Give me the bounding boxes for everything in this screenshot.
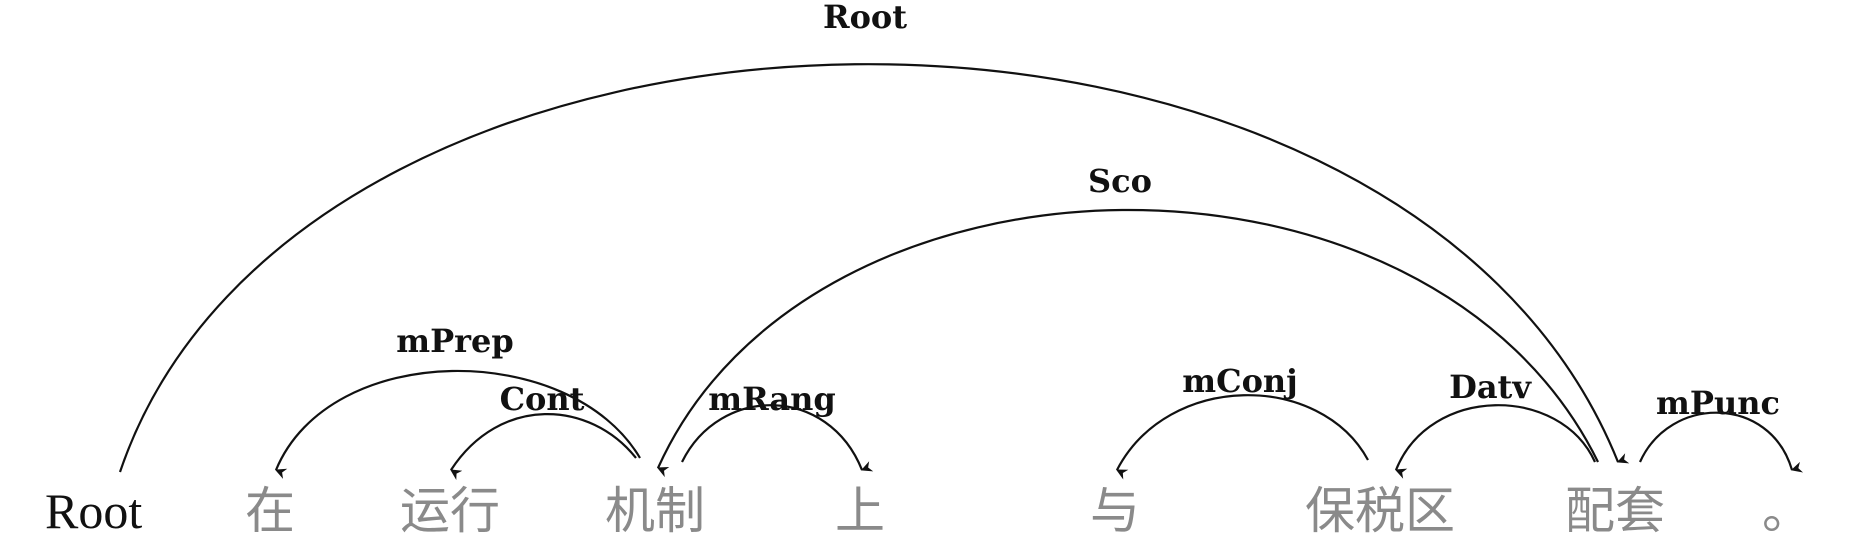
arc-mrang: mRang bbox=[681, 380, 874, 472]
token-zai: 在 bbox=[245, 482, 295, 538]
token-yu: 与 bbox=[1090, 482, 1140, 538]
arc-label-sco: Sco bbox=[1088, 162, 1152, 200]
arc-mprep: mPrep bbox=[274, 322, 641, 479]
arc-mpunc: mPunc bbox=[1638, 384, 1804, 473]
arc-label-mprep: mPrep bbox=[396, 322, 514, 360]
arc-cont: Cont bbox=[450, 380, 637, 481]
arc-mconj: mConj bbox=[1116, 362, 1369, 480]
arc-label-datv: Datv bbox=[1449, 368, 1532, 406]
arc-datv: Datv bbox=[1394, 368, 1597, 479]
arc-label-mpunc: mPunc bbox=[1656, 384, 1780, 422]
arc-root: Root bbox=[118, 0, 1630, 473]
arc-label-cont: Cont bbox=[500, 380, 585, 418]
token-peitao: 配套 bbox=[1565, 482, 1665, 538]
token-period: 。 bbox=[1762, 482, 1812, 538]
arc-label-root: Root bbox=[823, 0, 907, 36]
token-jizhi: 机制 bbox=[605, 482, 705, 538]
arc-sco: Sco bbox=[656, 162, 1599, 478]
token-root: Root bbox=[45, 483, 142, 538]
token-yunxing: 运行 bbox=[400, 482, 500, 538]
token-baoshuiqu: 保税区 bbox=[1305, 482, 1455, 538]
arc-label-mconj: mConj bbox=[1182, 362, 1298, 400]
arc-label-mrang: mRang bbox=[708, 380, 836, 418]
token-shang: 上 bbox=[835, 482, 885, 538]
